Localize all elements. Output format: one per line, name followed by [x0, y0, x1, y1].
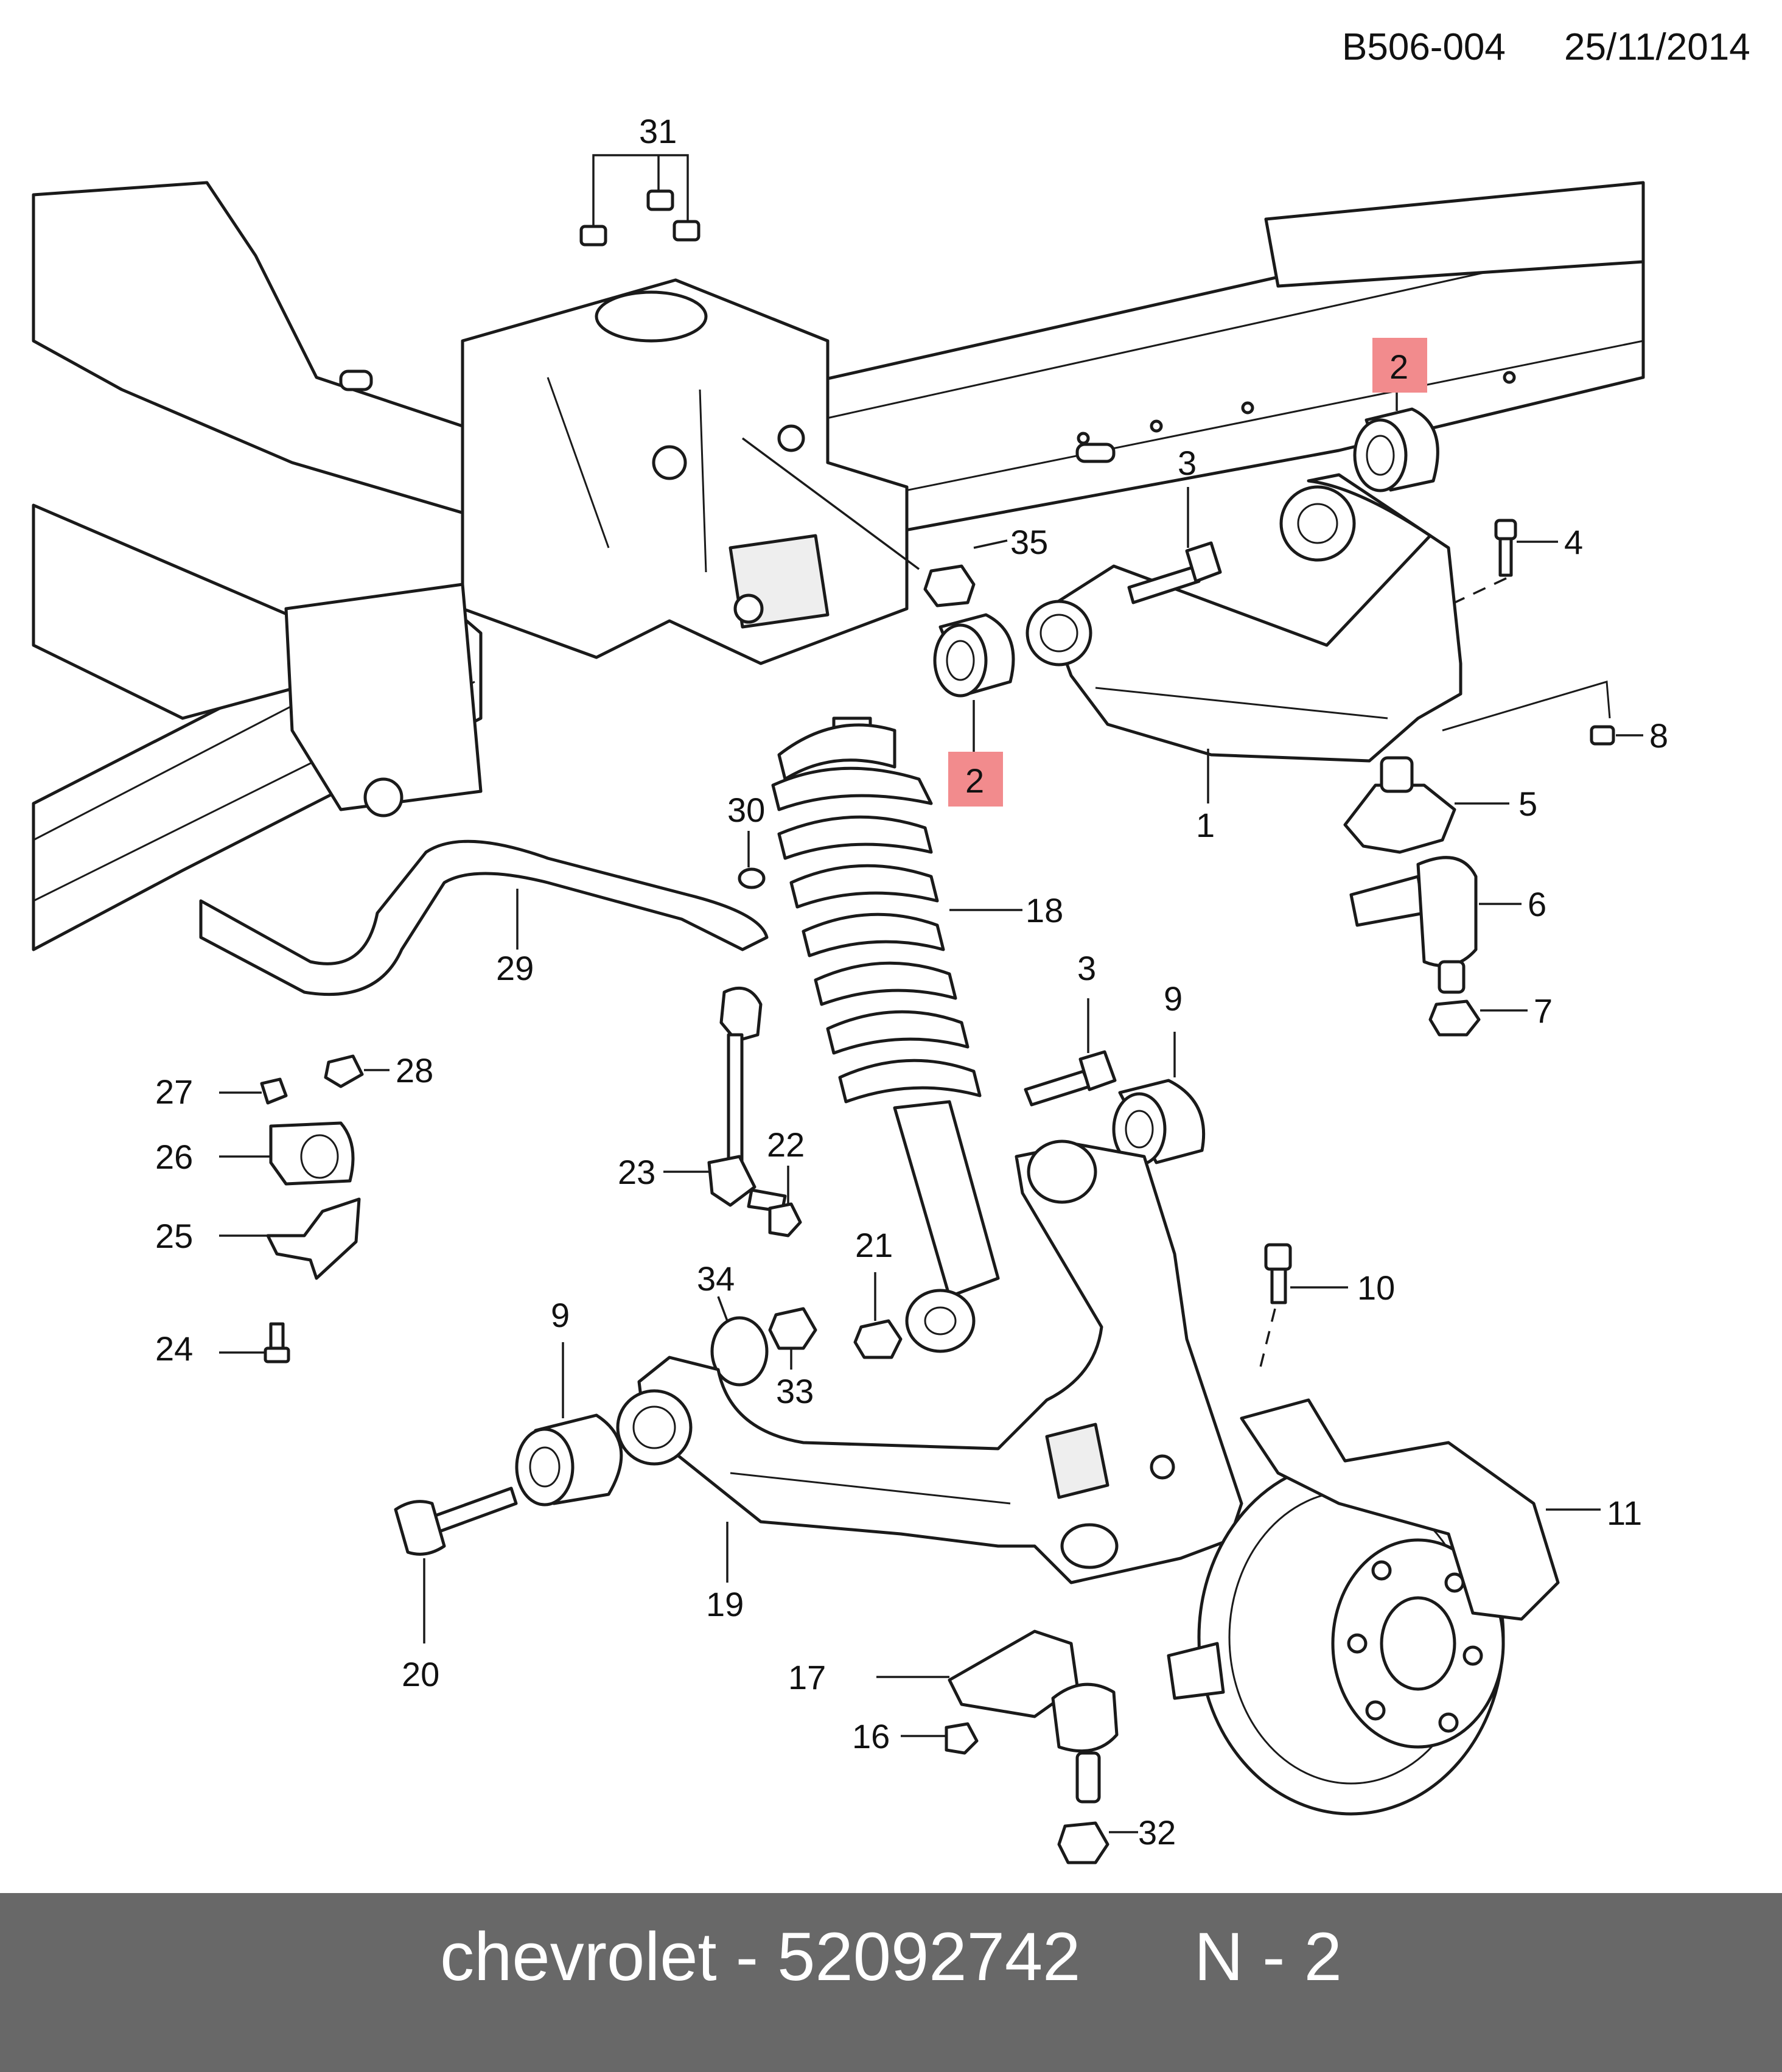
callout-3-upper: 3 — [1178, 444, 1197, 482]
bolt-4 — [1454, 519, 1558, 604]
nut-21 — [853, 1272, 903, 1359]
chassis-frame — [32, 181, 1645, 951]
coil-spring-tower — [461, 278, 909, 665]
callout-23: 23 — [618, 1153, 655, 1191]
bolt-3-upper — [1127, 487, 1222, 604]
callout-18: 18 — [1026, 891, 1063, 929]
nut-8 — [1442, 681, 1643, 746]
callout-8: 8 — [1649, 716, 1668, 755]
nut-33 — [768, 1307, 817, 1370]
document-code: B506-004 — [1342, 26, 1506, 68]
callout-25: 25 — [155, 1217, 193, 1255]
footer-part-number: 52092742 — [777, 1919, 1081, 1995]
ball-joint-6 — [1349, 856, 1522, 994]
callout-11: 11 — [1607, 1494, 1642, 1532]
washer-34 — [710, 1296, 769, 1387]
stabilizer-clamp-25 — [219, 1197, 361, 1280]
callout-4: 4 — [1564, 523, 1583, 561]
callout-22: 22 — [767, 1125, 805, 1164]
frame-rear-section — [1264, 181, 1645, 288]
bushing-2-front — [933, 613, 1015, 752]
callout-9-upper: 9 — [1164, 979, 1183, 1018]
frame-front-member — [284, 583, 483, 811]
callout-20: 20 — [402, 1655, 439, 1693]
bushing-9-lower — [515, 1342, 623, 1507]
callout-33: 33 — [776, 1372, 814, 1410]
callout-21: 21 — [855, 1226, 893, 1264]
footer-brand: chevrolet — [440, 1919, 717, 1995]
callout-31: 31 — [639, 112, 677, 150]
bolt-20 — [394, 1486, 518, 1643]
stabilizer-bushing-26 — [219, 1121, 355, 1186]
callout-17: 17 — [788, 1658, 826, 1696]
bushing-9-upper — [1112, 1032, 1206, 1166]
document-date: 25/11/2014 — [1564, 26, 1750, 68]
callout-3-lower: 3 — [1077, 949, 1096, 987]
knuckle-rotor-caliper-11 — [1167, 1398, 1601, 1816]
nut-7 — [1428, 999, 1528, 1037]
bushing-2-rear — [1353, 380, 1439, 492]
callout-1: 1 — [1196, 806, 1215, 844]
frame-left-rear — [32, 181, 501, 525]
callout-27: 27 — [155, 1073, 193, 1111]
stabilizer-link-23 — [663, 986, 787, 1213]
nut-35 — [741, 437, 1008, 607]
stabilizer-bar-29 — [199, 839, 769, 996]
callout-34: 34 — [697, 1259, 735, 1298]
callout-10: 10 — [1357, 1269, 1395, 1307]
callout-6: 6 — [1528, 885, 1546, 923]
callout-2-front: 2 — [965, 761, 984, 800]
upper-control-arm-1 — [1026, 473, 1462, 803]
footer-caption: chevrolet - 52092742 N - 2 — [0, 1917, 1782, 1996]
nuts-31 — [579, 154, 701, 247]
brake-caliper — [1240, 1398, 1560, 1621]
knuckle-arm — [1167, 1642, 1225, 1700]
parts-diagram: B506-004 25/11/2014 — [32, 26, 1750, 1864]
callout-2-rear: 2 — [1389, 348, 1408, 386]
callout-26: 26 — [155, 1138, 193, 1176]
coil-over-shock-18 — [771, 716, 1022, 1353]
ball-joint-5 — [1343, 756, 1509, 854]
highlight-box-2-front — [948, 752, 1003, 807]
nut-32 — [1057, 1821, 1138, 1864]
nut-27 — [219, 1077, 288, 1105]
footer-separator: - — [735, 1919, 759, 1995]
callout-7: 7 — [1534, 992, 1553, 1030]
frame-left-lower — [32, 503, 343, 720]
callout-29: 29 — [496, 949, 534, 987]
callout-16: 16 — [852, 1717, 890, 1755]
callout-5: 5 — [1518, 785, 1537, 823]
footer-position-label: N - 2 — [1194, 1919, 1342, 1995]
callout-19: 19 — [706, 1585, 744, 1623]
callout-32: 32 — [1138, 1813, 1176, 1852]
callout-30: 30 — [727, 791, 765, 829]
ball-joint-17 — [876, 1629, 1119, 1804]
nut-16 — [901, 1722, 979, 1755]
nut-22 — [768, 1166, 802, 1237]
bolt-3-lower — [1024, 998, 1117, 1107]
footer-bar — [0, 1893, 1782, 2072]
washer-30 — [738, 831, 766, 889]
bolt-24 — [219, 1322, 290, 1363]
highlight-box-2-rear — [1372, 338, 1427, 393]
callout-9-lower: 9 — [551, 1296, 570, 1334]
callout-24: 24 — [155, 1329, 193, 1368]
callout-28: 28 — [396, 1051, 433, 1090]
nut-28 — [324, 1054, 390, 1088]
suspension-exploded-view: 31 35 3 4 8 1 5 6 7 30 18 29 3 9 28 27 2… — [32, 112, 1668, 1864]
tower-top-hole — [595, 290, 708, 343]
callout-labels: 31 35 3 4 8 1 5 6 7 30 18 29 3 9 28 27 2… — [155, 112, 1668, 1852]
bolt-10 — [1259, 1243, 1348, 1370]
callout-35: 35 — [1010, 523, 1048, 561]
